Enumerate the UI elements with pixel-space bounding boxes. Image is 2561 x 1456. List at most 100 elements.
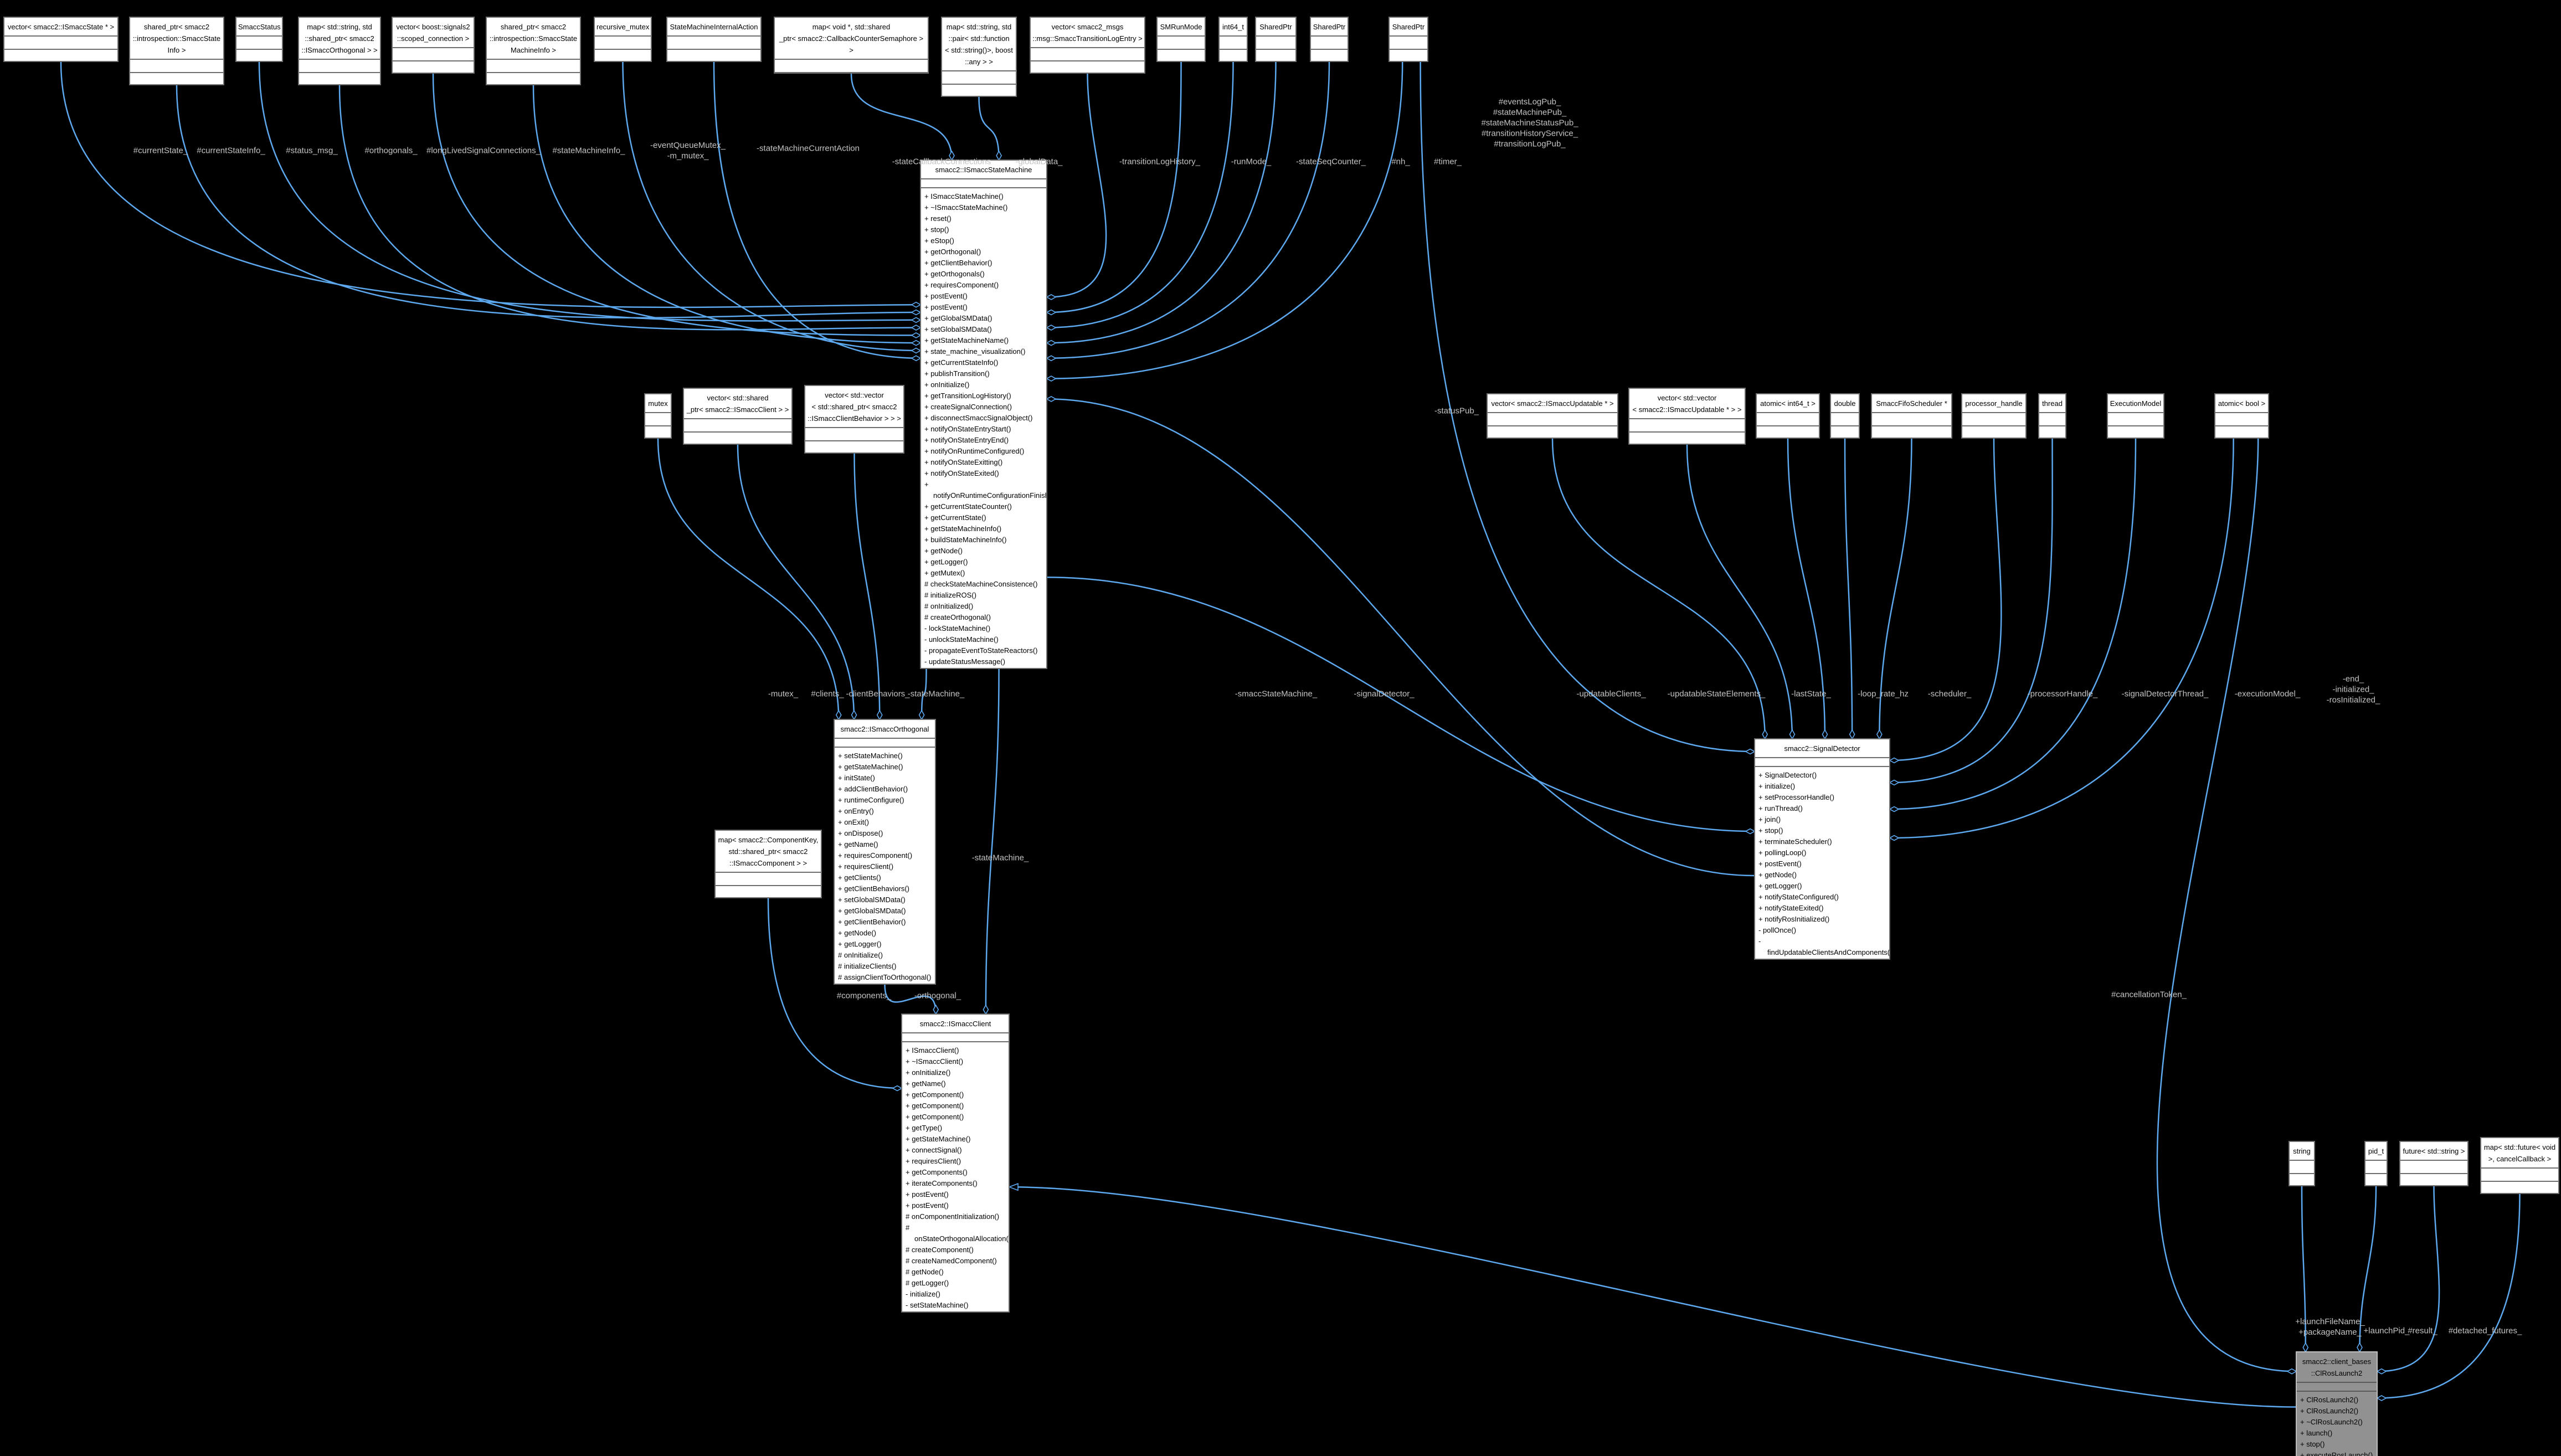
- empty-compartment: [299, 72, 380, 84]
- empty-compartment: [1831, 412, 1859, 425]
- member-edge-t7-c1: [622, 61, 920, 351]
- method-item: + initState(): [838, 774, 875, 782]
- type-node-t26: thread: [2038, 393, 2066, 439]
- class-node-c3[interactable]: smacc2::ISmaccClient+ ISmaccClient()+ ~I…: [901, 1013, 1010, 1313]
- method-item: + requiresClient(): [906, 1157, 961, 1165]
- member-edge-t6-c1: [532, 85, 920, 343]
- node-title: vector< std::shared _ptr< smacc2::ISmacc…: [686, 394, 789, 414]
- method-item: + getName(): [906, 1079, 946, 1088]
- empty-compartment: [299, 59, 380, 72]
- method-item: + notifyOnStateEntryStart(): [924, 425, 1011, 433]
- method-item: + getOrthogonals(): [924, 270, 985, 278]
- empty-compartment: [1311, 35, 1348, 49]
- member-edge-t20-c4: [1551, 438, 1765, 738]
- empty-compartment: [716, 885, 821, 897]
- type-node-t19: vector< std::vector < std::shared_ptr< s…: [804, 385, 904, 454]
- method-item: + getStateMachine(): [838, 763, 903, 771]
- type-node-t9: map< void *, std::shared _ptr< smacc2::C…: [774, 17, 929, 74]
- method-item: + getCurrentState(): [924, 513, 986, 522]
- method-item: + postEvent(): [1758, 860, 1802, 868]
- method-item: + iterateComponents(): [906, 1179, 978, 1187]
- type-node-t24: SmaccFifoScheduler *: [1871, 393, 1952, 439]
- method-item: + onExit(): [838, 818, 869, 826]
- method-item: + notifyRosInitialized(): [1758, 915, 1830, 923]
- method-item: - propagateEventToStateReactors(): [924, 646, 1038, 655]
- method-item: + ClRosLaunch2(): [2300, 1396, 2359, 1404]
- node-title: map< void *, std::shared _ptr< smacc2::C…: [779, 23, 924, 54]
- method-item: + setProcessorHandle(): [1758, 793, 1834, 801]
- methods-compartment: + SignalDetector()+ initialize()+ setPro…: [1755, 766, 1889, 959]
- type-node-t14: SharedPtr: [1255, 17, 1297, 62]
- type-node-t27: ExecutionModel: [2107, 393, 2164, 439]
- method-item: # createOrthogonal(): [924, 613, 991, 621]
- method-item: # assignClientToOrthogonal(): [838, 973, 932, 981]
- method-item: + getNode(): [1758, 871, 1797, 879]
- method-item: + reset(): [924, 214, 952, 223]
- member-edge-t10-c1: [978, 96, 999, 160]
- empty-compartment: [487, 72, 580, 84]
- empty-compartment: [716, 872, 821, 885]
- method-item: + getClientBehavior(): [924, 259, 992, 267]
- type-node-t12: SMRunMode: [1156, 17, 1206, 62]
- empty-compartment: [942, 84, 1016, 96]
- node-title: map< std::string, std ::pair< std::funct…: [945, 23, 1013, 66]
- method-item: + terminateScheduler(): [1758, 837, 1832, 846]
- empty-compartment: [1872, 412, 1951, 425]
- method-item: # createNamedComponent(): [906, 1257, 997, 1265]
- class-node-c2[interactable]: smacc2::ISmaccOrthogonal+ setStateMachin…: [834, 719, 936, 985]
- method-item: + getTransitionLogHistory(): [924, 392, 1011, 400]
- method-item: + state_machine_visualization(): [924, 347, 1026, 356]
- method-item: # onInitialized(): [924, 602, 974, 610]
- member-edge-t31-c5: [2359, 1186, 2377, 1351]
- method-item: + runThread(): [1758, 804, 1803, 812]
- node-title: SharedPtr: [1259, 23, 1292, 31]
- empty-compartment: [2108, 425, 2163, 438]
- empty-compartment: [1757, 412, 1819, 425]
- type-node-t33: map< std::future< void >, cancelCallback…: [2480, 1137, 2559, 1194]
- methods-compartment: + ISmaccStateMachine()+ ~ISmaccStateMach…: [921, 187, 1046, 668]
- method-item: + buildStateMachineInfo(): [924, 536, 1007, 544]
- member-edge-t9-c1: [850, 73, 952, 160]
- empty-compartment: [1220, 35, 1247, 49]
- attributes-compartment: [921, 178, 1046, 187]
- type-node-t16: SharedPtr: [1389, 17, 1428, 62]
- method-item: # createComponent(): [906, 1246, 974, 1254]
- empty-compartment: [1390, 35, 1427, 49]
- member-edge-t16-c1: [1047, 61, 1403, 379]
- type-node-t23: double: [1830, 393, 1860, 439]
- empty-compartment: [1488, 425, 1617, 438]
- member-edge-t13-c1: [1047, 61, 1234, 328]
- method-item: + addClientBehavior(): [838, 785, 908, 793]
- node-title: map< std::future< void >, cancelCallback…: [2483, 1143, 2556, 1163]
- empty-compartment: [645, 412, 671, 425]
- method-item: + publishTransition(): [924, 369, 990, 378]
- node-title: smacc2::ISmaccStateMachine: [935, 166, 1032, 174]
- empty-compartment: [1757, 425, 1819, 438]
- empty-compartment: [1256, 49, 1295, 61]
- class-node-c1[interactable]: smacc2::ISmaccStateMachine+ ISmaccStateM…: [920, 160, 1047, 669]
- member-edge-t28-c4: [1890, 438, 2234, 838]
- member-edge-t8-c1: [713, 61, 920, 358]
- node-title: SharedPtr: [1313, 23, 1346, 31]
- node-title: smacc2::client_bases ::ClRosLaunch2: [2302, 1357, 2372, 1377]
- type-node-t28: atomic< bool >: [2214, 393, 2269, 439]
- empty-compartment: [393, 60, 474, 73]
- node-title: SMRunMode: [1160, 23, 1202, 31]
- method-item: + getLogger(): [924, 558, 968, 566]
- method-item: # onComponentInitialization(): [906, 1212, 1000, 1221]
- member-edge-t30-c5: [2301, 1186, 2306, 1351]
- node-title: vector< smacc2::ISmaccState * >: [7, 23, 115, 31]
- type-node-t17: mutex: [644, 393, 672, 439]
- member-edge-t33-c5: [2378, 1193, 2521, 1398]
- class-node-c4[interactable]: smacc2::SignalDetector+ SignalDetector()…: [1754, 738, 1890, 960]
- empty-compartment: [775, 59, 928, 72]
- empty-compartment: [1488, 412, 1617, 425]
- empty-compartment: [236, 35, 282, 49]
- method-item: + postEvent(): [906, 1190, 949, 1198]
- class-node-c5[interactable]: smacc2::client_bases ::ClRosLaunch2+ ClR…: [2296, 1351, 2378, 1456]
- empty-compartment: [2400, 1173, 2467, 1185]
- node-title: vector< std::vector < std::shared_ptr< s…: [808, 391, 901, 423]
- node-title: thread: [2042, 399, 2063, 408]
- method-item: + getClientBehavior(): [838, 918, 906, 926]
- empty-compartment: [393, 47, 474, 60]
